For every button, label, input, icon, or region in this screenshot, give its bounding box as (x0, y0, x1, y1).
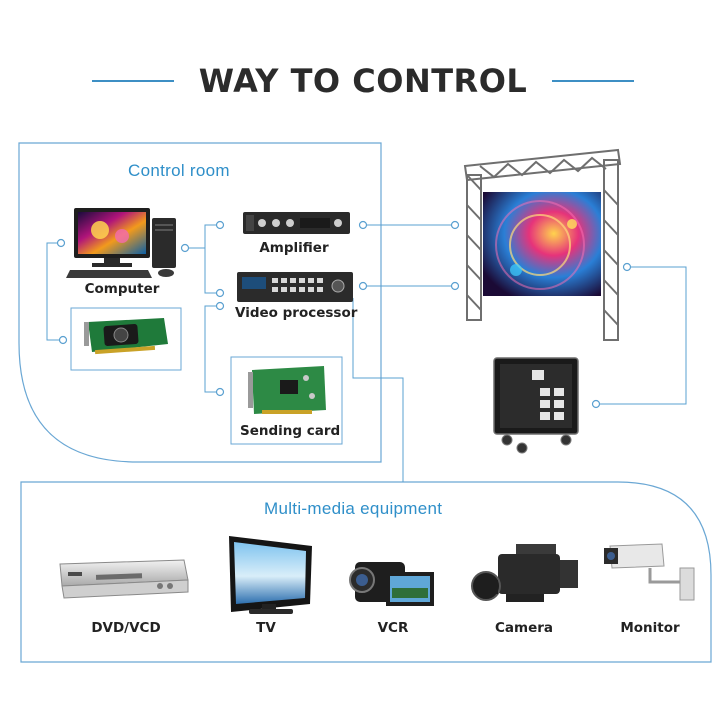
video-processor-label: Video processor (235, 305, 358, 321)
control-room-label: Control room (128, 161, 230, 180)
camera-label: Camera (494, 620, 553, 636)
multimedia-frame (20, 481, 712, 663)
connection-lines (46, 224, 687, 482)
computer-label: Computer (84, 281, 160, 297)
page-title: WAY TO CONTROL (198, 62, 528, 100)
camera-image (471, 544, 578, 602)
dvd-player-image (59, 559, 189, 599)
graphics-card-image (84, 318, 168, 355)
monitor-label: Monitor (620, 620, 680, 636)
title-rule-right (552, 80, 634, 82)
video-processor-image (237, 272, 353, 302)
dvd-vcd-label: DVD/VCD (91, 620, 161, 636)
tv-label: TV (256, 620, 276, 636)
sending-card-image (248, 366, 326, 414)
sending-card-label: Sending card (240, 423, 341, 439)
connection-nodes (56, 220, 632, 409)
title-rule-left (92, 80, 174, 82)
truss-led-screen-image (463, 148, 622, 341)
computer-image (66, 208, 176, 278)
control-room-frame (18, 142, 382, 463)
multimedia-label: Multi-media equipment (264, 499, 443, 518)
graphics-card-box (70, 307, 182, 371)
flight-case-image (493, 357, 579, 454)
sending-card-box (230, 356, 343, 445)
monitor-camera-image (604, 543, 695, 601)
led-screen (483, 192, 601, 296)
amplifier-label: Amplifier (259, 240, 329, 256)
vcr-image (349, 562, 434, 606)
vcr-label: VCR (377, 620, 409, 636)
tv-image (229, 536, 312, 614)
amplifier-image (243, 212, 350, 234)
